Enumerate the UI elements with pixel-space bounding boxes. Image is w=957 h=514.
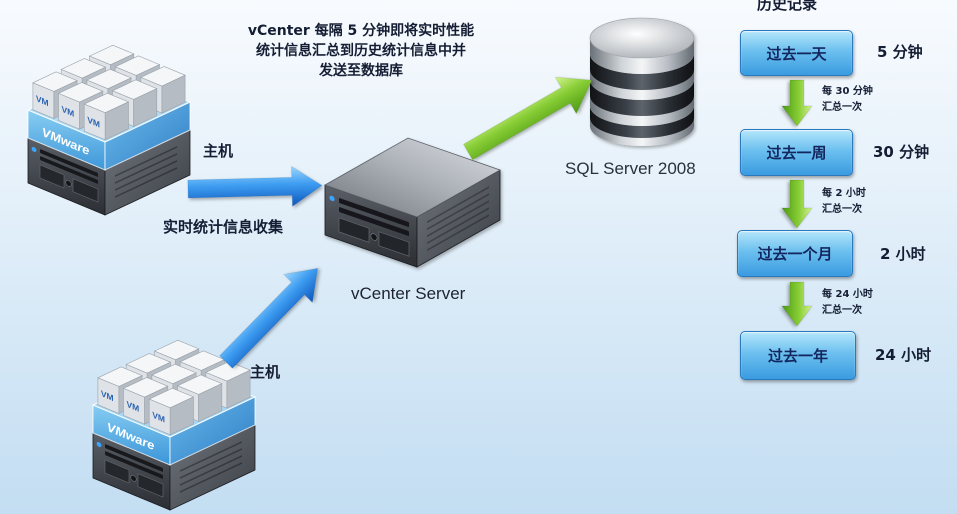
host-server-top: VMwareVMVMVMVMVMVMVMVMVM [26,44,192,216]
rollup-action: 汇总一次 [822,305,862,316]
database-label: SQL Server 2008 [565,159,696,178]
rollup-frequency: 每 2 小时 [822,188,866,199]
summary-note: vCenter 每隔 5 分钟即将实时性能 统计信息汇总到历史统计信息中并 发送… [220,21,502,81]
vm-cubes: VMVMVMVMVMVMVMVMVM [97,339,251,436]
summary-line: 发送至数据库 [319,63,403,79]
database-icon [589,17,695,146]
power-led-icon [31,146,37,153]
rollup-note-week-to-month: 每 2 小时 汇总一次 [822,186,866,218]
rollup-frequency: 每 30 分钟 [822,86,873,97]
history-title: 历史记录 [757,0,818,13]
rollup-action: 汇总一次 [822,204,862,215]
realtime-collection-label: 实时统计信息收集 [163,218,284,236]
arrow-host-top-to-vcenter [187,165,323,207]
rollup-action: 汇总一次 [822,102,862,113]
summary-line: vCenter 每隔 5 分钟即将实时性能 [247,23,475,39]
rollup-note-month-to-year: 每 24 小时 汇总一次 [822,287,873,319]
rollup-note-day-to-week: 每 30 分钟 汇总一次 [822,84,873,116]
interval-label-week: 30 分钟 [873,143,930,161]
interval-label-month: 2 小时 [880,245,926,263]
host-server-bottom: VMwareVMVMVMVMVMVMVMVMVM [91,339,257,511]
interval-label-day: 5 分钟 [877,43,923,61]
history-box-past-week: 过去一周 [740,129,853,176]
summary-line: 统计信息汇总到历史统计信息中并 [256,43,466,59]
vm-cube-icon: VM [83,92,130,141]
power-led-icon [96,441,102,448]
arrow-rollup-day-to-week [781,79,813,127]
host-chassis [92,424,256,511]
vm-cube-icon: VM [148,387,195,436]
host-label-bottom: 主机 [250,363,281,381]
history-box-past-year: 过去一年 [740,331,856,380]
host-chassis [27,129,191,216]
arrow-host-bottom-to-vcenter [219,268,319,369]
arrow-rollup-week-to-month [781,179,813,229]
rollup-frequency: 每 24 小时 [822,289,873,300]
history-box-past-day: 过去一天 [740,30,853,76]
interval-label-year: 24 小时 [875,346,932,364]
power-led-icon [329,195,335,202]
vm-cubes: VMVMVMVMVMVMVMVMVM [32,44,186,141]
vcenter-server-label: vCenter Server [351,284,466,303]
vcenter-server-icon [324,137,501,268]
history-box-past-month: 过去一个月 [737,230,853,277]
host-label-top: 主机 [203,142,234,160]
arrow-rollup-month-to-year [781,281,813,327]
arrow-vcenter-to-database [463,76,593,161]
